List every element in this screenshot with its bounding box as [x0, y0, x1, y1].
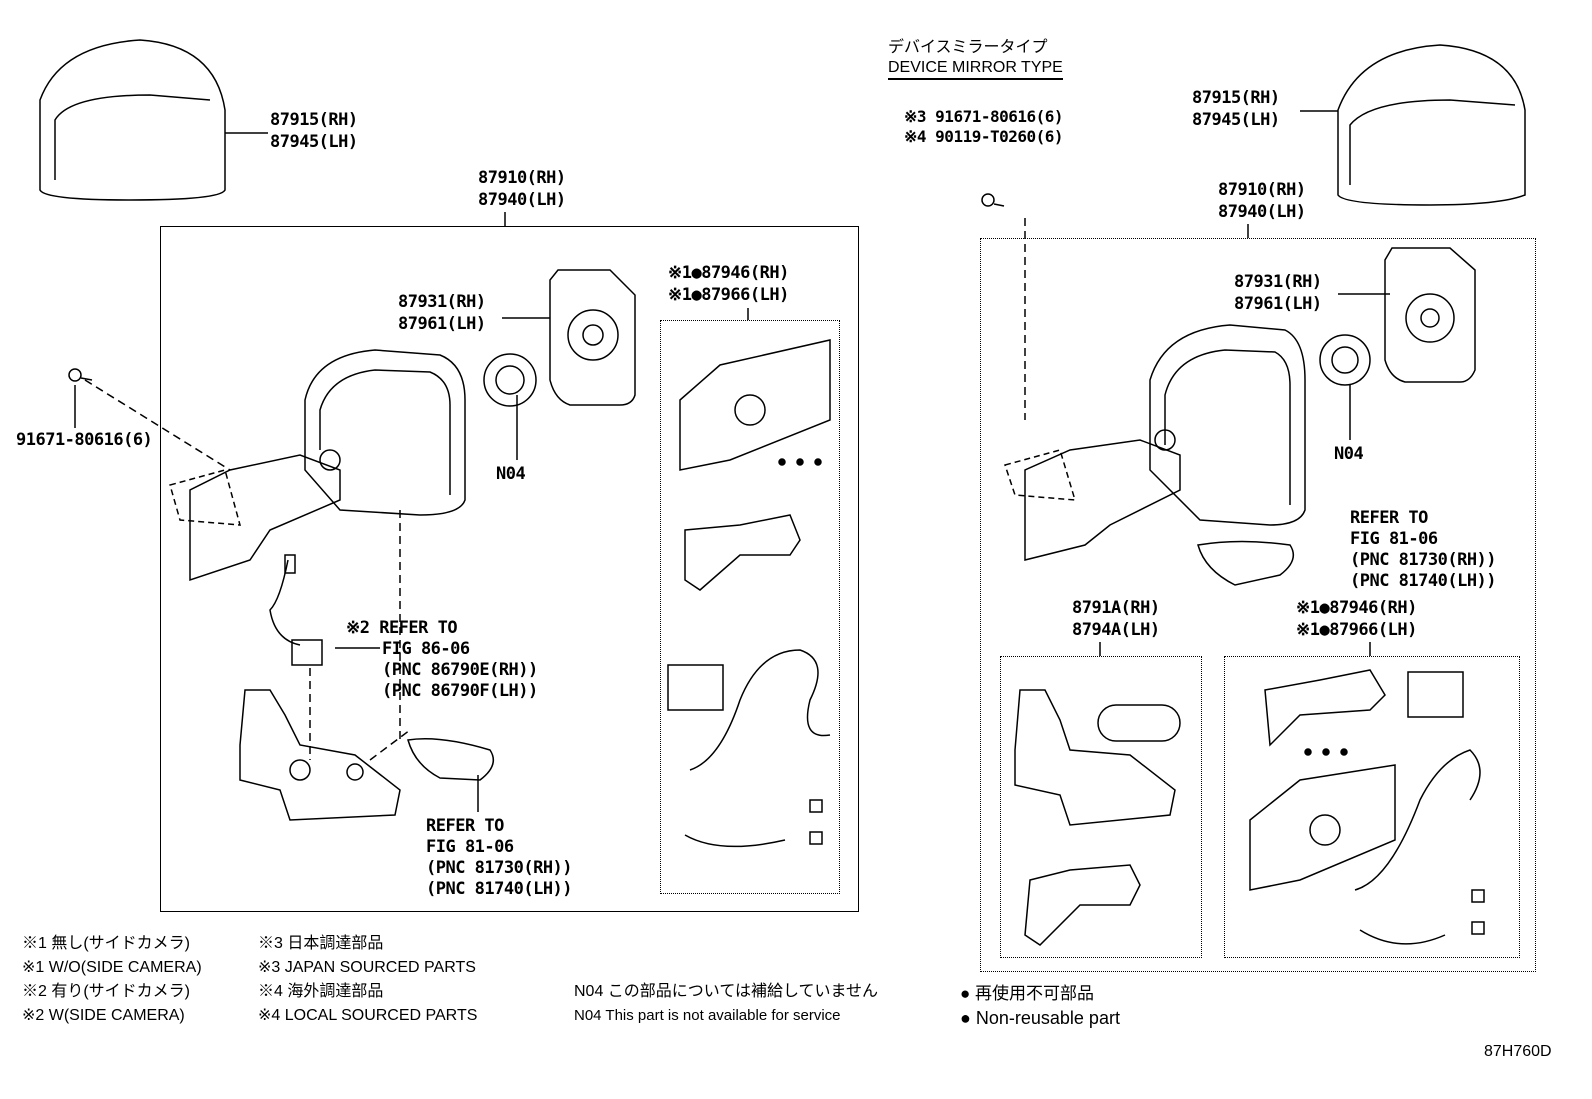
left-assembly-rh: 87910(RH)	[478, 168, 566, 188]
left-n04: N04	[496, 464, 526, 484]
right-assembly-lh: 87940(LH)	[1218, 202, 1306, 222]
left-lamp-ref-1: REFER TO	[426, 816, 504, 836]
wire-harness-right	[1354, 749, 1481, 891]
legend-n04-jp: N04 この部品については補給していません	[574, 983, 879, 1000]
legend-2c: ※4 海外調達部品	[258, 983, 384, 1000]
mirror-cover-left	[39, 39, 226, 201]
type-en: DEVICE MIRROR TYPE	[888, 58, 1063, 80]
actuator-left	[483, 353, 537, 407]
left-assembly-lh: 87940(LH)	[478, 190, 566, 210]
legend-1a: ※1 無し(サイドカメラ)	[22, 935, 191, 952]
right-lamp-ref-1: REFER TO	[1350, 508, 1428, 528]
base-bracket-right	[1014, 689, 1176, 826]
legend-2b: ※3 JAPAN SOURCED PARTS	[258, 959, 476, 976]
left-assembly-box	[160, 226, 859, 912]
legend-1c: ※2 有り(サイドカメラ)	[22, 983, 191, 1000]
cover-piece-left	[684, 514, 801, 591]
right-lamp-ref-4: (PNC 81740(LH))	[1350, 571, 1497, 591]
mirror-glass-right	[1384, 247, 1476, 383]
mirror-housing-left	[304, 349, 466, 516]
screw-right	[981, 193, 995, 207]
camera-harness	[269, 559, 301, 646]
mirror-cover-right	[1337, 44, 1526, 206]
camera-ref-1: ※2 REFER TO	[346, 618, 458, 638]
screw-left	[68, 368, 82, 382]
camera-ref-2: FIG 86-06	[382, 639, 470, 659]
right-n04: N04	[1334, 444, 1364, 464]
base-bracket-left	[239, 689, 401, 821]
legend-n04-en: N04 This part is not available for servi…	[574, 1007, 841, 1024]
right-kit-rh: ※1●87946(RH)	[1296, 598, 1417, 618]
left-screw: 91671-80616(6)	[16, 430, 153, 450]
right-mirror-lh: 87961(LH)	[1234, 294, 1322, 314]
right-assembly-rh: 87910(RH)	[1218, 180, 1306, 200]
left-mirror-lh: 87961(LH)	[398, 314, 486, 334]
left-kit-rh: ※1●87946(RH)	[668, 263, 789, 283]
cover-piece-right	[1264, 669, 1386, 747]
legend-2a: ※3 日本調達部品	[258, 935, 384, 952]
turn-lamp-right	[1197, 540, 1295, 586]
right-kit-box	[1224, 656, 1520, 958]
right-cover-lh: 87945(LH)	[1192, 110, 1280, 130]
garnish-ring	[1097, 704, 1181, 742]
garnish-right	[1249, 764, 1396, 891]
legend-nonreusable-en: ● Non-reusable part	[960, 1008, 1120, 1028]
right-kit-lh: ※1●87966(LH)	[1296, 620, 1417, 640]
left-mirror-rh: 87931(RH)	[398, 292, 486, 312]
right-lamp-ref-3: (PNC 81730(RH))	[1350, 550, 1497, 570]
legend-2d: ※4 LOCAL SOURCED PARTS	[258, 1007, 478, 1024]
actuator-right	[1319, 334, 1371, 386]
mirror-glass-left	[549, 269, 636, 406]
right-sub-box	[1000, 656, 1202, 958]
left-kit-box	[660, 320, 840, 894]
left-lamp-ref-3: (PNC 81730(RH))	[426, 858, 573, 878]
left-lamp-ref-2: FIG 81-06	[426, 837, 514, 857]
garnish-left	[679, 339, 831, 471]
wire-harness-left	[689, 649, 831, 771]
right-assembly-box	[980, 238, 1536, 972]
right-lamp-ref-2: FIG 81-06	[1350, 529, 1438, 549]
right-cover-rh: 87915(RH)	[1192, 88, 1280, 108]
right-screw-3: ※3 91671-80616(6)	[904, 107, 1064, 126]
camera-ref-4: (PNC 86790F(LH))	[382, 681, 538, 701]
right-screw-4: ※4 90119-T0260(6)	[904, 127, 1064, 146]
left-cover-lh: 87945(LH)	[270, 132, 358, 152]
turn-lamp-left	[407, 738, 495, 781]
type-jp: デバイスミラータイプ	[888, 39, 1048, 56]
left-cover-rh: 87915(RH)	[270, 110, 358, 130]
legend-nonreusable-jp: ● 再使用不可部品	[960, 984, 1094, 1003]
right-mirror-rh: 87931(RH)	[1234, 272, 1322, 292]
left-lamp-ref-4: (PNC 81740(LH))	[426, 879, 573, 899]
motor-right	[1407, 671, 1464, 718]
legend-1d: ※2 W(SIDE CAMERA)	[22, 1007, 185, 1024]
legend-1b: ※1 W/O(SIDE CAMERA)	[22, 959, 202, 976]
motor-left	[667, 664, 724, 711]
figure-code: 87H760D	[1484, 1043, 1552, 1060]
left-kit-lh: ※1●87966(LH)	[668, 285, 789, 305]
right-sub-lh: 8794A(LH)	[1072, 620, 1160, 640]
camera-ref-3: (PNC 86790E(RH))	[382, 660, 538, 680]
mirror-housing-right	[1149, 324, 1306, 526]
right-sub-rh: 8791A(RH)	[1072, 598, 1160, 618]
